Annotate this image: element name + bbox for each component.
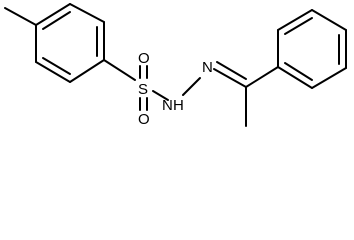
- phenyl-ring: [277, 9, 347, 89]
- phenyl-ring-double-bond: [284, 62, 313, 81]
- amine-nitrogen-atom-label: N: [162, 97, 173, 114]
- toluene-ring: [35, 3, 105, 83]
- amine-hydrogen-atom-label: H: [173, 97, 184, 114]
- ring-to-sulfur-bond: [103, 59, 136, 81]
- chemical-structure-diagram: S O O N H N: [4, 3, 347, 128]
- methyl-bond-left: [4, 7, 37, 26]
- imine-nitrogen-atom-label: N: [202, 59, 213, 76]
- carbon-nitrogen-double-bond: [216, 61, 247, 80]
- toluene-ring-bond: [69, 59, 105, 83]
- carbon-to-phenyl-bond: [245, 66, 279, 88]
- phenyl-ring-double-bond: [284, 17, 313, 35]
- phenyl-ring-bond: [277, 66, 313, 89]
- toluene-ring-double-bond: [42, 11, 71, 30]
- phenyl-ring-bond: [311, 67, 347, 89]
- toluene-ring-bond: [35, 3, 71, 26]
- phenyl-ring-bond: [311, 9, 347, 31]
- toluene-ring-double-bond: [42, 57, 71, 75]
- sulfur-atom-label: S: [138, 81, 148, 98]
- toluene-ring-bond: [35, 61, 71, 83]
- oxygen-bottom-atom-label: O: [138, 111, 150, 128]
- nitrogen-nitrogen-bond: [182, 77, 201, 96]
- oxygen-top-atom-label: O: [138, 50, 150, 67]
- carbon-nitrogen-double-bond: [213, 68, 247, 88]
- sulfur-to-nitrogen-bond: [152, 90, 169, 101]
- phenyl-ring-bond: [277, 9, 313, 31]
- toluene-ring-bond: [69, 3, 105, 23]
